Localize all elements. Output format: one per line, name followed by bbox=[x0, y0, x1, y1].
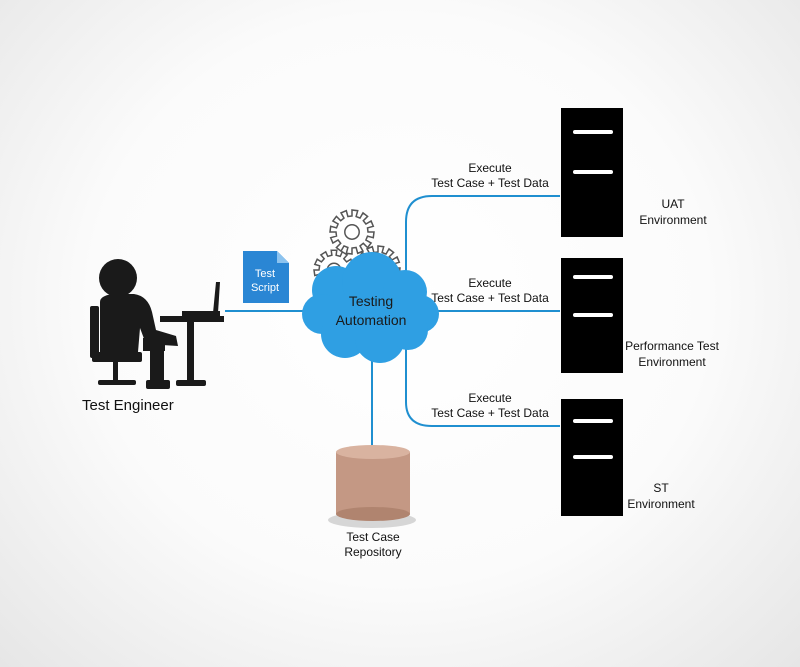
link-label-uat-line1: Execute bbox=[468, 161, 512, 175]
cloud-shape bbox=[302, 252, 439, 363]
person-at-laptop-icon bbox=[90, 259, 224, 389]
server-st-label-line2: Environment bbox=[627, 497, 695, 511]
connection-lines bbox=[225, 195, 560, 452]
server-st-label-line1: ST bbox=[653, 481, 669, 495]
link-label-st-line2: Test Case + Test Data bbox=[431, 406, 549, 420]
link-label-st-line1: Execute bbox=[468, 391, 512, 405]
server-uat-label-line1: UAT bbox=[661, 197, 685, 211]
script-label-line1: Test bbox=[255, 268, 275, 280]
server-tower-icon bbox=[561, 399, 623, 516]
cloud-label-line1: Testing bbox=[349, 293, 393, 309]
engineer-label: Test Engineer bbox=[82, 397, 174, 414]
cloud-to-st-line bbox=[405, 332, 560, 427]
gear-hub bbox=[344, 224, 360, 240]
gear-icon bbox=[329, 209, 375, 255]
cloud-label-line2: Automation bbox=[336, 312, 407, 328]
document-icon: Test Script bbox=[243, 251, 289, 303]
server-uat-label-line2: Environment bbox=[639, 213, 707, 227]
script-label-line2: Script bbox=[251, 282, 279, 294]
server-performance-label-line2: Environment bbox=[638, 355, 706, 369]
server-tower-icon bbox=[561, 108, 623, 237]
server-performance-label-line1: Performance Test bbox=[625, 339, 719, 353]
repository-label-line2: Repository bbox=[344, 545, 401, 559]
database-cylinder-icon bbox=[328, 445, 416, 528]
repository-label-line1: Test Case bbox=[346, 530, 400, 544]
cloud-gears-icon: Testing Automation bbox=[302, 209, 439, 363]
cloud-to-uat-line bbox=[405, 195, 560, 290]
link-label-performance-line1: Execute bbox=[468, 276, 512, 290]
link-label-uat-line2: Test Case + Test Data bbox=[431, 176, 549, 190]
server-tower-icon bbox=[561, 258, 623, 373]
link-label-performance-line2: Test Case + Test Data bbox=[431, 291, 549, 305]
